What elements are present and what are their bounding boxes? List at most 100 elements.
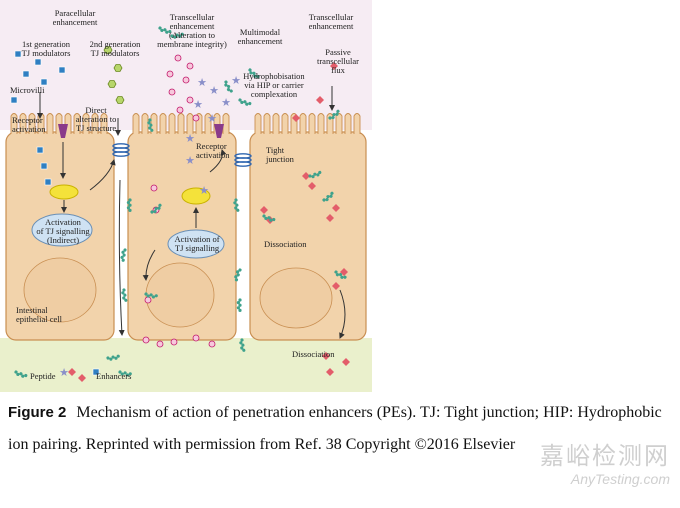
enhancer-circle [168,88,176,96]
peptide-diamond [292,114,300,122]
mechanism-figure: ★★★★★★★★★★ Paracellular enhancement 1st … [0,0,372,392]
basal-background [0,338,372,392]
enhancer-circle [170,338,178,346]
label-dissociation-cell: Dissociation [264,239,307,249]
microvillus [281,113,289,134]
label-passive-transcellular-flux: Passive transcellular flux [316,47,359,75]
microvillus [159,113,167,134]
label-second-generation-tj-modulators: 2nd generation TJ modulators [89,39,141,58]
flow-arrows [37,86,346,339]
label-tight-junction: Tight junction [266,145,294,164]
activated-signal-icon [49,184,211,205]
microvillus [204,113,212,134]
peptide-diamond [342,358,350,366]
enhancer-star-icon: ★ [199,184,209,197]
microvillus [344,113,352,134]
peptide-diamond [78,374,86,382]
tight-junctions [112,143,252,167]
enhancer-star-icon: ★ [185,154,195,167]
microvillus [100,113,108,134]
microvillus [222,113,230,134]
activation-ellipse-middle [167,229,225,259]
enhancer-circle [150,184,158,192]
microvillus [82,113,90,134]
peptide-diamond [322,352,330,360]
label-hydrophobisation: Hydrophobisation via HIP or carrier comp… [243,71,305,99]
enhancer-circle [182,76,190,84]
modulator-hexagon [115,96,125,104]
enhancer-circle [142,336,150,344]
peptide-chain [236,298,242,312]
enhancer-star-icon: ★ [193,98,203,111]
modulator-hexagon [107,80,117,88]
label-multimodal-enhancement: Multimodal enhancement [237,27,283,46]
label-transcellular-enhancement: Transcellular enhancement [308,12,354,31]
label-activation-tj-signalling: Activation of TJ signalling [174,234,220,253]
enhancer-square [34,58,42,66]
enhancer-circle [174,54,182,62]
enhancer-square [40,162,48,170]
enhancer-circle [176,106,184,114]
microvillus [46,113,54,134]
enhancer-square [44,178,52,186]
enhancer-circle [156,340,164,348]
microvillus [19,113,27,134]
watermark: 嘉峪检测网 AnyTesting.com [540,436,670,487]
label-direct-alteration: Direct alteration to TJ structure [75,105,117,133]
enhancer-square [40,78,48,86]
microvillus [91,113,99,134]
watermark-en: AnyTesting.com [570,471,670,487]
enhancer-square [10,96,18,104]
enhancer-square [58,66,66,74]
microvillus [353,113,361,134]
peptide-chain [119,247,127,263]
enhancer-square [14,50,22,58]
enhancer-circle [208,340,216,348]
label-paracellular-enhancement: Paracellular enhancement [52,8,98,27]
peptide-diamond [302,172,310,180]
label-receptor-activation-middle: Receptor activation [196,141,230,160]
legend-enhancers-label: Enhancers [96,371,132,381]
molecules: ★★★★★★★★★★ [10,25,350,382]
enhancer-circle [186,96,194,104]
peptide-diamond [330,62,338,70]
peptide-diamond [332,204,340,212]
enhancer-circle [192,114,200,122]
microvillus [263,113,271,134]
microvillus [132,113,140,134]
microvillus [317,113,325,134]
enhancer-circle [166,70,174,78]
receptor-icon [58,124,224,138]
peptide-diamond [326,214,334,222]
microvillus [177,113,185,134]
microvillus [308,113,316,134]
label-dissociation-basal: Dissociation [292,349,335,359]
enhancer-star-icon: ★ [185,132,195,145]
nucleus-right [259,267,333,329]
enhancer-star-icon: ★ [231,74,241,87]
peptide-diamond [308,182,316,190]
watermark-cn: 嘉峪检测网 [540,442,670,470]
microvillus [10,113,18,134]
microvillus [272,113,280,134]
modulator-hexagon [103,46,113,54]
peptide-chain [120,288,128,303]
microvillus [73,113,81,134]
microvillus [335,113,343,134]
enhancer-square [22,70,30,78]
peptide-diamond [326,368,334,376]
figure-number: Figure 2 [8,404,67,421]
enhancer-star-icon: ★ [197,76,207,89]
microvillus [254,113,262,134]
activation-ellipse-left [31,213,93,247]
enhancer-star-icon: ★ [207,112,217,125]
legend-peptide-label: Peptide [30,371,56,381]
lumen-background [0,0,372,130]
label-microvilli: Microvilli [10,85,45,95]
peptide-diamond [316,96,324,104]
enhancer-square [36,146,44,154]
modulator-hexagon [113,64,123,72]
microvillus [28,113,36,134]
microvillus [299,113,307,134]
caption-text: Mechanism of action of penetration enhan… [8,404,662,453]
